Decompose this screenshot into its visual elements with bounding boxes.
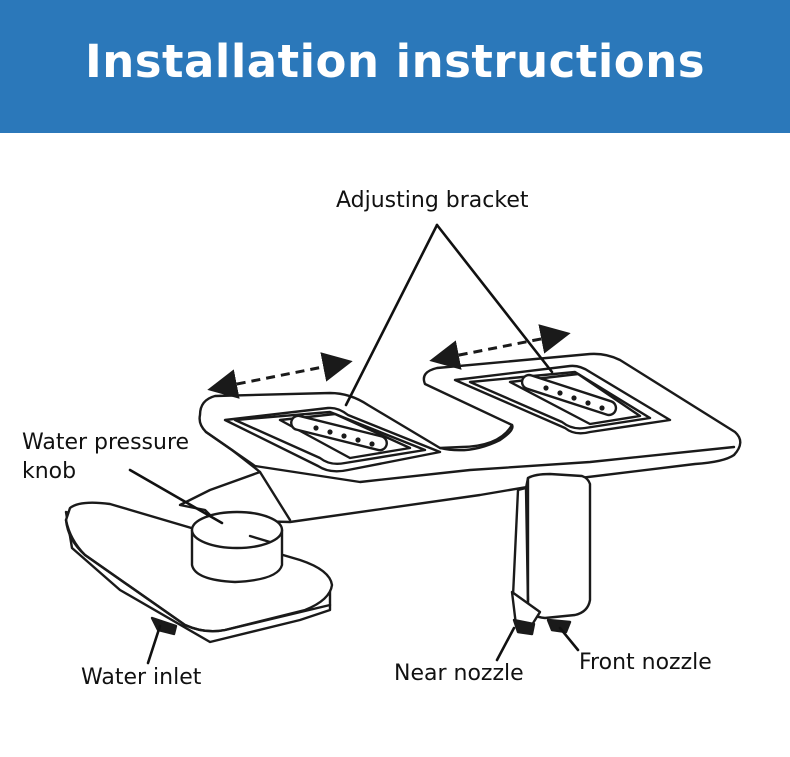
right-bracket-hole xyxy=(543,385,549,391)
label-water-pressure-line2: knob xyxy=(22,459,77,484)
left-bracket-hole xyxy=(327,429,333,435)
right-bracket-hole xyxy=(599,405,605,411)
left-bracket-hole xyxy=(369,441,375,447)
plate-edge xyxy=(438,423,514,452)
right-bracket-hole xyxy=(571,395,577,401)
water-pressure-knob-leader xyxy=(128,468,224,525)
label-water-inlet: Water inlet xyxy=(81,665,202,690)
control-box-edge xyxy=(64,518,332,633)
right-bracket-adjust-slot xyxy=(520,373,618,417)
front-nozzle-leader xyxy=(558,626,580,652)
water-inlet-leader xyxy=(146,624,162,665)
left-bracket-hole xyxy=(341,433,347,439)
near-nozzle-tip xyxy=(512,618,536,636)
label-water-pressure-line1: Water pressure xyxy=(22,430,190,455)
plate-edge xyxy=(204,430,736,484)
left-bracket-hole xyxy=(313,425,319,431)
front-nozzle-tip xyxy=(546,618,572,634)
nozzle-arm-side xyxy=(511,486,530,607)
right-bracket-hole xyxy=(585,400,591,406)
adjusting-bracket-leader xyxy=(435,223,554,374)
header-banner: Installation instructions xyxy=(0,0,790,133)
nozzle-arm xyxy=(524,472,592,620)
page-title: Installation instructions xyxy=(84,35,706,88)
right-bracket-hole xyxy=(557,390,563,396)
right-bracket-adjust-arrow xyxy=(429,324,571,370)
bidet-diagram xyxy=(64,223,742,665)
plate-edge xyxy=(258,470,292,522)
left-bracket-adjust-arrow xyxy=(207,352,353,399)
label-near-nozzle: Near nozzle xyxy=(394,661,524,686)
left-bracket-hole xyxy=(355,437,361,443)
label-adjusting-bracket: Adjusting bracket xyxy=(336,188,529,213)
pressure-knob-indicator xyxy=(248,534,272,544)
near-nozzle-leader xyxy=(495,626,516,662)
adjusting-bracket-leader xyxy=(344,223,439,407)
left-bracket-adjust-slot xyxy=(290,414,388,452)
label-front-nozzle: Front nozzle xyxy=(579,650,712,675)
